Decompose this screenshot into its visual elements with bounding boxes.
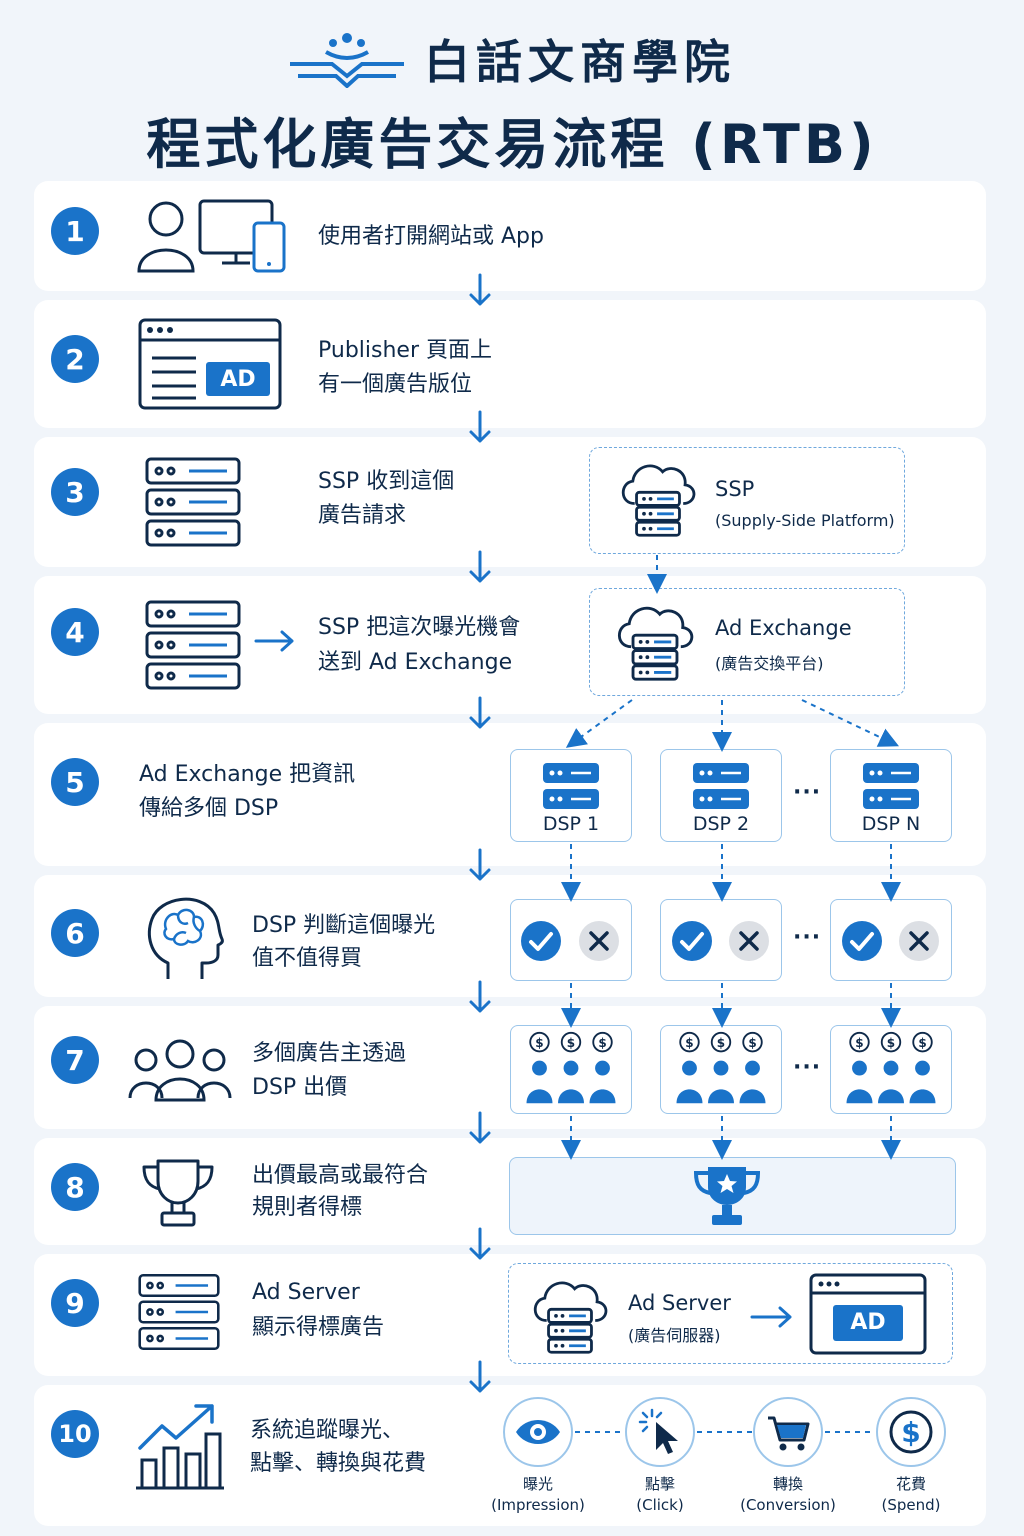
arrow-right-icon [750, 1306, 792, 1328]
step-card-1 [34, 181, 986, 291]
ellipsis: ··· [793, 1055, 822, 1080]
step-2-text-line1: Publisher 頁面上 [318, 338, 492, 363]
book-logo-icon [290, 33, 404, 88]
bidders-icon [523, 1031, 619, 1107]
step-3-text-line2: 廣告請求 [318, 503, 407, 528]
cross-icon [727, 919, 771, 963]
trophy-star-icon [693, 1167, 761, 1225]
trophy-outline-icon [142, 1159, 214, 1227]
metric-conversion-label: 轉換(Conversion) [740, 1475, 836, 1514]
step-7-text-line2: DSP 出價 [252, 1075, 348, 1100]
step-number-10: 10 [51, 1410, 99, 1458]
step-10-text-line1: 系統追蹤曝光、 [250, 1418, 405, 1443]
cross-icon [577, 919, 621, 963]
ad-server-ad-label: AD [850, 1310, 886, 1335]
check-icon [840, 919, 884, 963]
step-5-text-line2: 傳給多個 DSP [139, 796, 279, 821]
dsp-server-icon [693, 763, 749, 809]
step-8-text-line2: 規則者得標 [252, 1195, 363, 1220]
brand: 白話文商學院 [0, 26, 1024, 92]
ad-label: AD [220, 367, 256, 392]
dollar-icon: $ [876, 1397, 946, 1467]
step-2-text-line2: 有一個廣告版位 [318, 372, 473, 397]
step-number-4: 4 [51, 608, 99, 656]
step-number-2: 2 [51, 335, 99, 383]
step-number-1: 1 [51, 207, 99, 255]
server-icon [145, 457, 241, 547]
ad-window-icon [809, 1273, 927, 1355]
step-9-text-line1: Ad Server [252, 1280, 360, 1305]
metric-click-label: 點擊(Click) [636, 1475, 684, 1514]
step-number-3: 3 [51, 468, 99, 516]
server-icon [138, 1270, 220, 1354]
step-number-6: 6 [51, 909, 99, 957]
dsp-server-icon [863, 763, 919, 809]
ad-exchange-box-sub: (廣告交換平台) [715, 654, 824, 673]
ad-server-box-sub: (廣告伺服器) [628, 1326, 721, 1345]
bidders-icon [843, 1031, 939, 1107]
check-icon [519, 919, 563, 963]
step-4-text-line2: 送到 Ad Exchange [318, 650, 513, 675]
ssp-box-name: SSP [715, 477, 755, 501]
ssp-box-sub: (Supply-Side Platform) [715, 511, 895, 530]
ad-server-box-name: Ad Server [628, 1291, 731, 1315]
ellipsis: ··· [793, 780, 822, 805]
step-number-5: 5 [51, 758, 99, 806]
step-6-text-line1: DSP 判斷這個曝光 [252, 913, 436, 938]
step-5-text-line1: Ad Exchange 把資訊 [139, 762, 356, 787]
step-number-8: 8 [51, 1163, 99, 1211]
dsp-server-icon [543, 763, 599, 809]
step-7-text-line1: 多個廣告主透過 [252, 1041, 407, 1066]
header: 白話文商學院 程式化廣告交易流程 (RTB) [0, 0, 1024, 180]
step-8-text-line1: 出價最高或最符合 [252, 1163, 429, 1188]
dsp-label-n: DSP N [861, 813, 921, 835]
bidders-icon [673, 1031, 769, 1107]
step-4-text-line1: SSP 把這次曝光機會 [318, 615, 521, 640]
cloud-server-icon [616, 455, 700, 539]
eye-icon [503, 1397, 573, 1467]
metric-impression-label: 曝光(Impression) [491, 1475, 585, 1514]
dsp-label-2: DSP 2 [692, 813, 750, 835]
advertisers-group-icon [128, 1039, 232, 1102]
cursor-click-icon [625, 1397, 695, 1467]
ellipsis: ··· [793, 925, 822, 950]
svg-text:$: $ [901, 1416, 920, 1449]
check-icon [670, 919, 714, 963]
page-title: 程式化廣告交易流程 (RTB) [146, 113, 878, 176]
cloud-server-icon [528, 1272, 612, 1356]
ad-exchange-box-name: Ad Exchange [715, 616, 852, 640]
user-devices-icon [137, 199, 286, 273]
step-1-text: 使用者打開網站或 App [318, 224, 544, 249]
server-icon [145, 600, 241, 690]
step-10-text-line2: 點擊、轉換與花費 [250, 1451, 427, 1476]
cart-icon [753, 1397, 823, 1467]
step-6-text-line2: 值不值得買 [252, 946, 363, 971]
step-9-text-line2: 顯示得標廣告 [252, 1315, 385, 1340]
cross-icon [897, 919, 941, 963]
brain-head-icon [147, 897, 224, 979]
web-page-ad-icon [138, 318, 282, 410]
step-3-text-line1: SSP 收到這個 [318, 469, 455, 494]
arrow-right-icon [254, 630, 294, 652]
step-number-7: 7 [51, 1036, 99, 1084]
metric-spend-label: 花費(Spend) [881, 1475, 941, 1514]
step-number-9: 9 [51, 1279, 99, 1327]
cloud-server-icon [612, 597, 698, 683]
dsp-label-1: DSP 1 [542, 813, 600, 835]
brand-name: 白話文商學院 [424, 35, 736, 89]
growth-chart-icon [136, 1404, 224, 1490]
